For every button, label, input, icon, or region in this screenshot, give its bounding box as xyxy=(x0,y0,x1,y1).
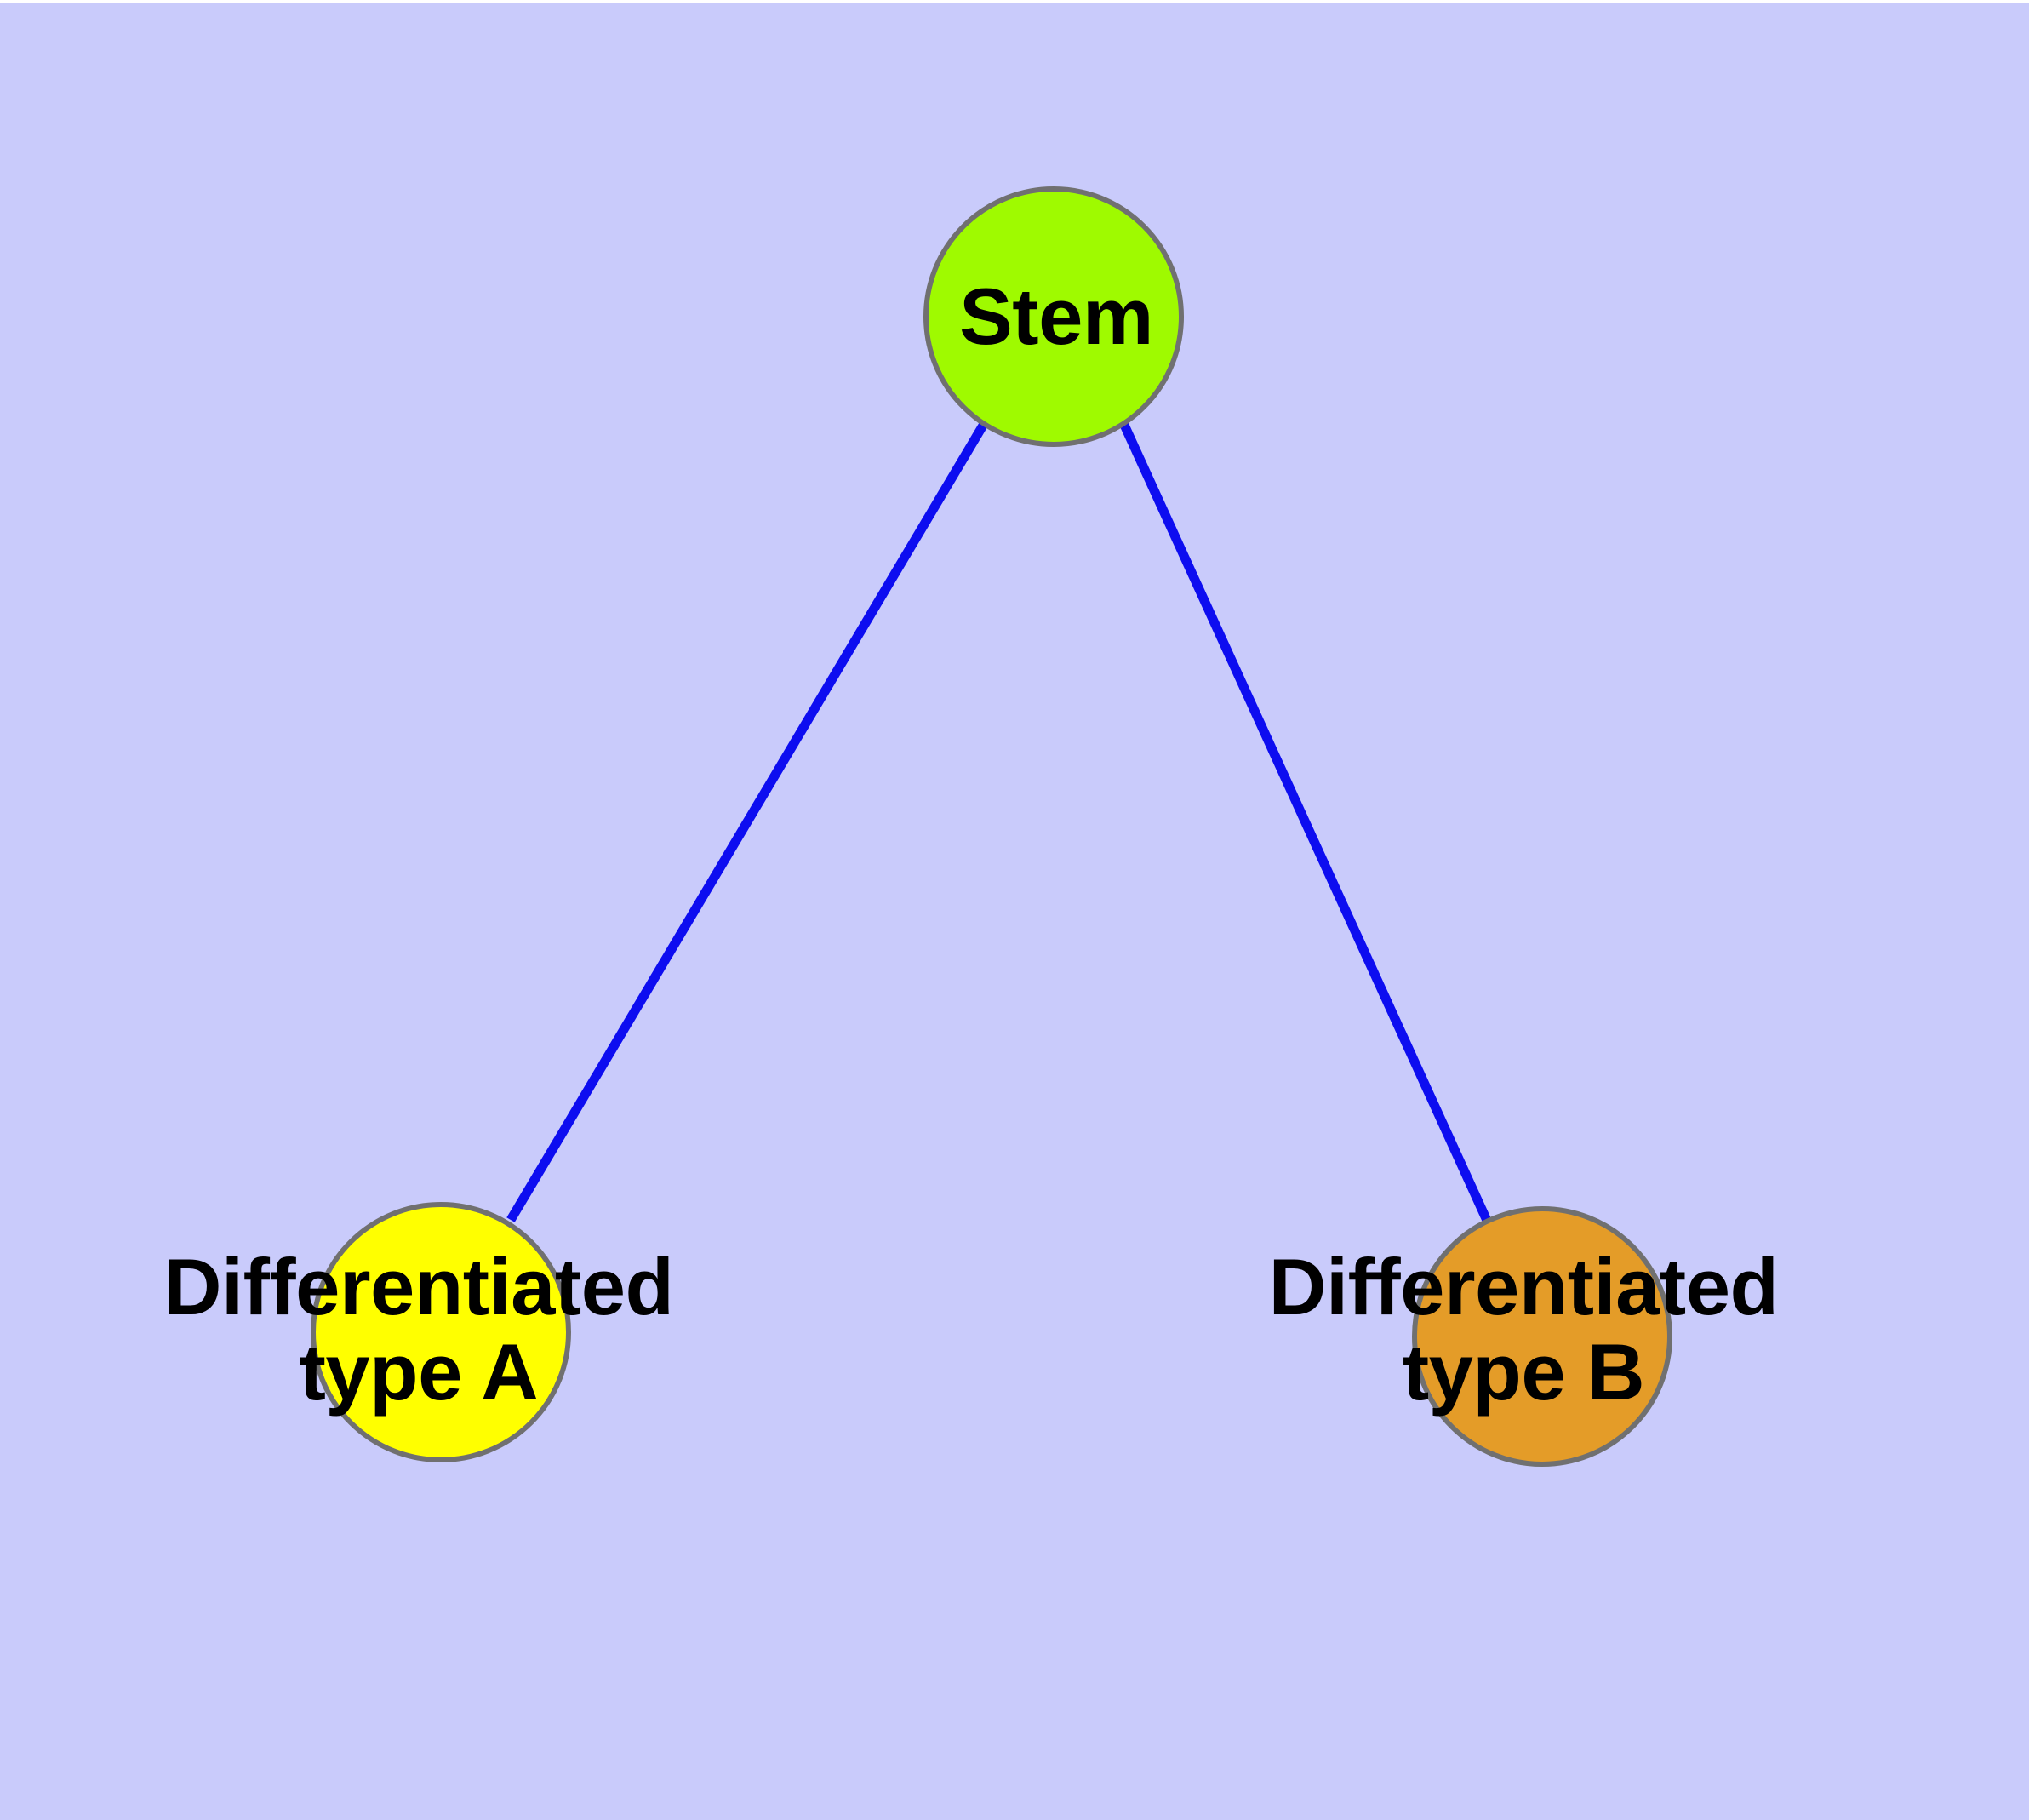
edge-stem-to-differentiated-type-a xyxy=(506,421,988,1222)
node-stem[interactable] xyxy=(923,186,1184,447)
node-layer xyxy=(311,186,1672,1467)
node-differentiated-type-a[interactable] xyxy=(311,1202,571,1462)
edge-layer xyxy=(506,421,1494,1227)
edge-stem-to-differentiated-type-b xyxy=(1118,421,1494,1227)
node-differentiated-type-b[interactable] xyxy=(1412,1206,1672,1467)
